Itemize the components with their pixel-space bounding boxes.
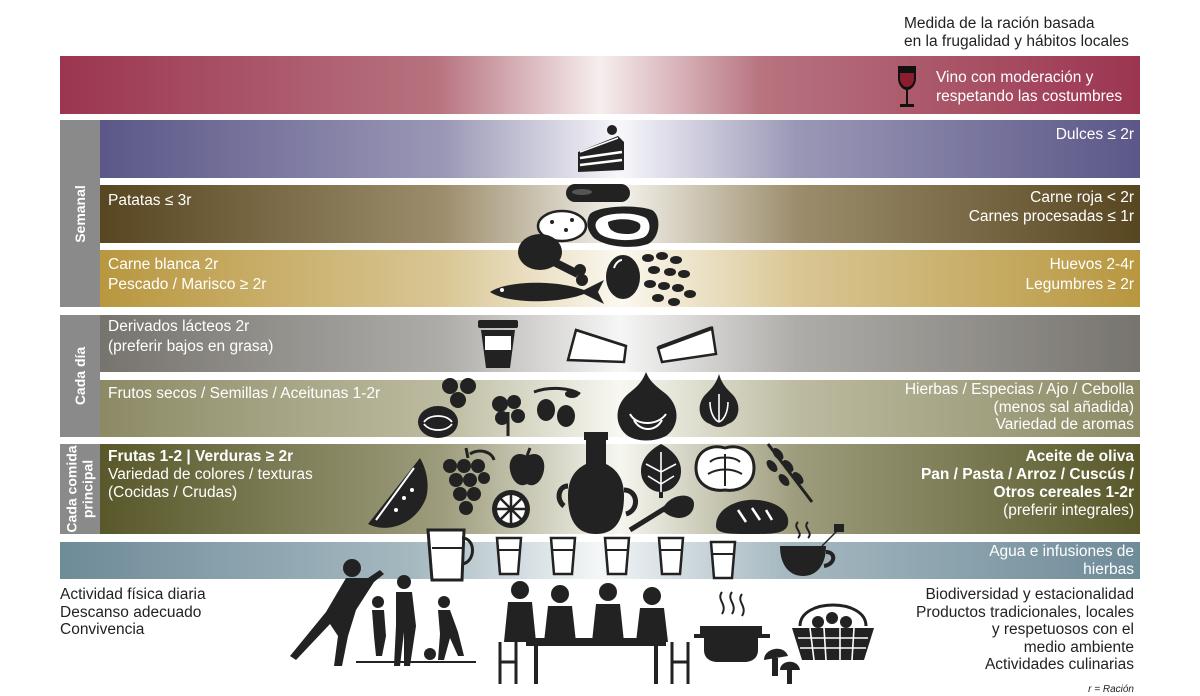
- header-line-1: Medida de la ración basada: [904, 15, 1095, 32]
- carne-roja-text: Carne roja < 2r Carnes procesadas ≤ 1r: [969, 189, 1134, 226]
- variedad-line: Variedad de colores / texturas: [108, 466, 313, 483]
- water-glass-icon: [709, 540, 737, 580]
- bottom-right-line-3: y respetuosos con el: [991, 621, 1134, 638]
- apple-icon: [509, 447, 545, 486]
- hierbas-text: Hierbas / Especias / Ajo / Cebolla (meno…: [905, 381, 1134, 434]
- bottom-right-line-5: Actividades culinarias: [984, 656, 1134, 673]
- wine-band: [60, 56, 1140, 114]
- garlic-icon: [699, 374, 739, 427]
- carnes-procesadas-line: Carnes procesadas ≤ 1r: [968, 207, 1134, 225]
- bottom-left-line-3: Convivencia: [60, 621, 145, 638]
- water-band: [60, 542, 1140, 579]
- wine-line-1: Vino con moderación y: [936, 69, 1094, 86]
- water-glass-icon: [657, 536, 685, 576]
- huevos-line: Huevos 2-4r: [1049, 256, 1134, 273]
- legumes-icon: [642, 252, 696, 306]
- lacteos-line-2: (preferir bajos en grasa): [108, 338, 274, 355]
- chard-icon: [628, 495, 694, 533]
- wheat-icon: [766, 443, 814, 503]
- mushrooms-icon: [764, 648, 800, 684]
- basket-icon: [792, 603, 874, 661]
- fish-icon: [490, 280, 604, 304]
- footnote: r = Ración: [1088, 684, 1134, 695]
- side-label-cada-comida-text: Cada comida principal: [64, 445, 96, 532]
- bottom-left-line-2: Descanso adecuado: [60, 603, 202, 621]
- cocidas-line: (Cocidas / Crudas): [108, 484, 238, 501]
- cake-icon: [578, 125, 624, 172]
- bottom-left-text: Actividad física diaria Descanso adecuad…: [60, 586, 206, 639]
- wine-text: Vino con moderación y respetando las cos…: [936, 68, 1122, 106]
- side-label-cada-comida: Cada comida principal: [60, 444, 100, 534]
- watermelon-icon: [368, 458, 428, 528]
- cooking-pot-icon: [694, 591, 770, 662]
- yogurt-icon: [478, 320, 518, 368]
- cheese-wedge-icon: [566, 328, 628, 364]
- bottom-right-text: Biodiversidad y estacionalidad Productos…: [916, 586, 1134, 674]
- wine-line-2: respetando las costumbres: [936, 88, 1123, 105]
- water-line-1: Agua e infusiones de: [989, 543, 1134, 560]
- lacteos-line-1: Derivados lácteos 2r: [108, 318, 250, 335]
- lacteos-text: Derivados lácteos 2r (preferir bajos en …: [108, 317, 273, 357]
- water-glass-icon: [549, 536, 577, 576]
- carne-blanca-line: Carne blanca 2r: [108, 256, 219, 273]
- water-text: Agua e infusiones de hierbas: [989, 543, 1134, 579]
- water-line-2: hierbas: [1083, 561, 1134, 578]
- sausage-icon: [566, 184, 630, 202]
- egg-icon: [606, 255, 640, 299]
- water-glass-icon: [603, 536, 631, 576]
- artichoke-icon: [640, 444, 682, 498]
- legumbres-line: Legumbres ≥ 2r: [1025, 275, 1134, 293]
- bottom-right-line-1: Biodiversidad y estacionalidad: [925, 586, 1134, 603]
- dulces-text: Dulces ≤ 2r: [1055, 126, 1134, 143]
- huevos-text: Huevos 2-4r Legumbres ≥ 2r: [1026, 255, 1134, 294]
- olives-icon: [533, 386, 581, 427]
- parsley-icon: [492, 395, 525, 436]
- cereales-line: Otros cereales 1-2r: [993, 484, 1134, 501]
- hierbas-line-2: (menos sal añadida): [993, 398, 1134, 416]
- chicken-leg-icon: [518, 234, 588, 286]
- wine-glass-icon: [898, 66, 916, 107]
- family-exercise-icon: [290, 559, 476, 666]
- family-meal-icon: [498, 581, 690, 684]
- grapes-icon: [443, 447, 496, 515]
- integrales-line: (preferir integrales): [1003, 502, 1134, 519]
- lettuce-icon: [694, 445, 756, 492]
- aceite-text: Aceite de oliva Pan / Pasta / Arroz / Cu…: [921, 448, 1134, 520]
- side-label-semanal-text: Semanal: [72, 184, 88, 243]
- jug-icon: [426, 528, 474, 582]
- onion-icon: [617, 372, 677, 441]
- side-label-cada-comida-line-2: principal: [80, 459, 97, 519]
- header-note: Medida de la ración basada en la frugali…: [904, 15, 1129, 51]
- frutos-text: Frutos secos / Semillas / Aceitunas 1-2r: [108, 385, 381, 402]
- bottom-right-line-4: medio ambiente: [1023, 638, 1134, 656]
- carne-blanca-text: Carne blanca 2r Pescado / Marisco ≥ 2r: [108, 255, 266, 294]
- bottom-left-line-1: Actividad física diaria: [60, 586, 206, 603]
- side-label-cada-comida-line-1: Cada comida: [64, 445, 81, 533]
- carne-roja-line: Carne roja < 2r: [1030, 189, 1134, 206]
- tea-cup-icon: [780, 521, 844, 576]
- hierbas-line-1: Hierbas / Especias / Ajo / Cebolla: [904, 381, 1134, 398]
- aceite-line: Aceite de oliva: [1025, 448, 1134, 465]
- patatas-text: Patatas ≤ 3r: [108, 192, 192, 209]
- frutas-text: Frutas 1-2 | Verduras ≥ 2r Variedad de c…: [108, 448, 313, 502]
- frutas-line: Frutas 1-2 | Verduras ≥ 2r: [108, 448, 294, 465]
- pan-line: Pan / Pasta / Arroz / Cuscús /: [920, 466, 1134, 483]
- cheese-slice-icon: [656, 326, 718, 364]
- header-line-2: en la frugalidad y hábitos locales: [904, 33, 1129, 50]
- side-label-cada-dia-text: Cada día: [72, 346, 89, 406]
- hierbas-line-3: Variedad de aromas: [995, 416, 1134, 433]
- bread-icon: [716, 499, 789, 534]
- bottom-right-line-2: Productos tradicionales, locales: [916, 603, 1134, 621]
- side-label-semanal: Semanal: [60, 120, 100, 307]
- hazelnuts-icon: [442, 378, 476, 408]
- steak-icon: [587, 206, 659, 247]
- orange-slice-icon: [492, 490, 530, 528]
- side-label-cada-dia: Cada día: [60, 315, 100, 437]
- potato-icon: [536, 209, 588, 243]
- olive-oil-jar-icon: [556, 432, 638, 534]
- walnut-icon: [418, 406, 458, 438]
- pescado-line: Pescado / Marisco ≥ 2r: [108, 275, 267, 293]
- water-glass-icon: [495, 536, 523, 576]
